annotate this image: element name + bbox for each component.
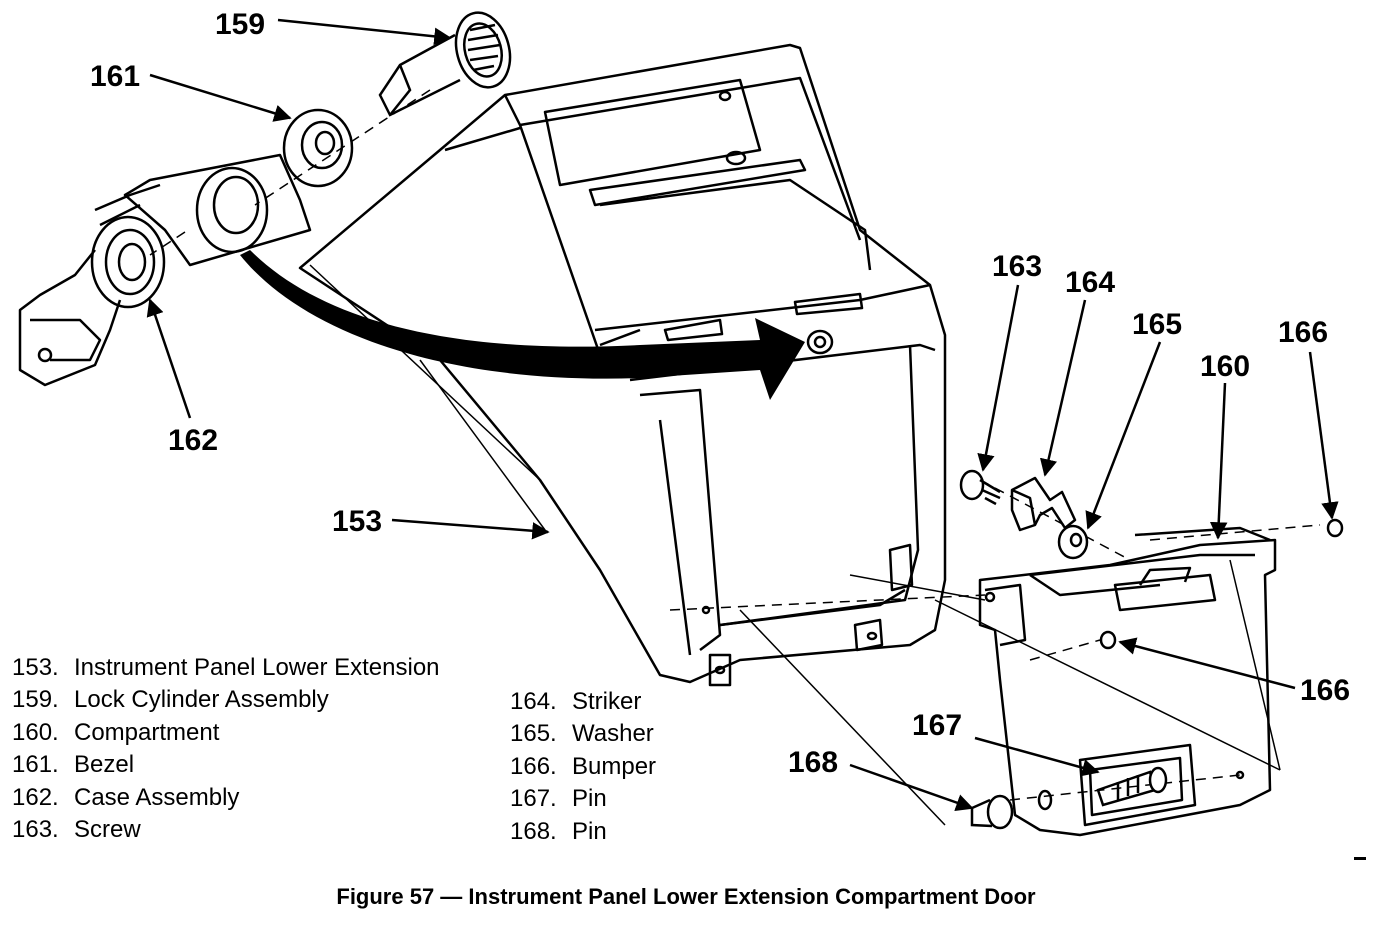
legend-item-number: 166. [510, 752, 557, 780]
compartment [978, 526, 1277, 837]
margin-mark [1354, 857, 1366, 860]
legend-item-label: Washer [572, 720, 654, 748]
install-direction-arrow [240, 250, 805, 400]
callout-163: 163 [992, 250, 1042, 283]
legend-item: 164. Striker [510, 686, 656, 718]
pin-167 [1096, 766, 1168, 807]
legend-item-number: 159. [12, 686, 59, 714]
legend-item-label: Pin [572, 785, 607, 813]
instrument-panel-lower-extension [298, 43, 947, 687]
legend-item: 166. Bumper [510, 751, 656, 783]
legend-item: 161. Bezel [12, 749, 440, 781]
washer-part [1057, 524, 1089, 560]
legend-item: 153. Instrument Panel Lower Extension [12, 652, 440, 684]
pin-168 [970, 794, 1014, 830]
figure-caption: Figure 57 — Instrument Panel Lower Exten… [336, 884, 1036, 909]
bezel [282, 108, 354, 188]
legend-item-number: 161. [12, 751, 59, 779]
legend-item-label: Compartment [74, 718, 220, 746]
callout-162: 162 [168, 424, 218, 457]
callout-153: 153 [332, 505, 382, 538]
legend-item: 160. Compartment [12, 717, 440, 749]
legend-item-label: Lock Cylinder Assembly [74, 686, 329, 714]
callout-161: 161 [90, 60, 140, 93]
callout-159: 159 [215, 8, 265, 41]
legend-item-label: Pin [572, 817, 607, 845]
legend-item: 167. Pin [510, 783, 656, 815]
callout-160: 160 [1200, 350, 1250, 383]
legend-item: 165. Washer [510, 718, 656, 750]
case-assembly [18, 153, 312, 387]
callout-168: 168 [788, 746, 838, 779]
legend-item-number: 164. [510, 688, 557, 715]
leader-lines [146, 18, 1339, 812]
legend-item: 168. Pin [510, 816, 656, 848]
striker-part [1010, 476, 1077, 532]
legend-item: 162. Case Assembly [12, 782, 440, 814]
legend-item-number: 153. [12, 654, 59, 681]
screw-part [959, 469, 1001, 506]
legend-item-label: Case Assembly [74, 783, 240, 811]
callout-165: 165 [1132, 308, 1182, 341]
legend-item-number: 168. [510, 817, 557, 845]
legend-item-number: 160. [12, 718, 59, 746]
legend-item-label: Bezel [74, 751, 135, 779]
legend-item-number: 167. [510, 785, 557, 813]
legend-item: 159. Lock Cylinder Assembly [12, 684, 440, 716]
legend-item-label: Instrument Panel Lower Extension [74, 654, 440, 681]
assembly-axis-lines [149, 89, 1321, 801]
callout-166-side: 166 [1300, 674, 1350, 707]
callout-166-top: 166 [1278, 316, 1328, 349]
legend-item-number: 165. [510, 720, 557, 748]
callout-164: 164 [1065, 266, 1115, 299]
legend-item-number: 162. [12, 783, 59, 811]
reference-lines [309, 264, 1281, 826]
parts-legend-left: 153. Instrument Panel Lower Extension 159.… [12, 652, 440, 846]
bumper-parts [1099, 518, 1344, 650]
legend-item-label: Screw [74, 816, 141, 844]
legend-item-label: Striker [572, 688, 642, 715]
legend-item: 163. Screw [12, 814, 440, 846]
legend-item-label: Bumper [572, 752, 657, 780]
lock-cylinder-assembly [378, 11, 512, 117]
legend-item-number: 163. [12, 816, 59, 844]
callout-167: 167 [912, 709, 962, 742]
